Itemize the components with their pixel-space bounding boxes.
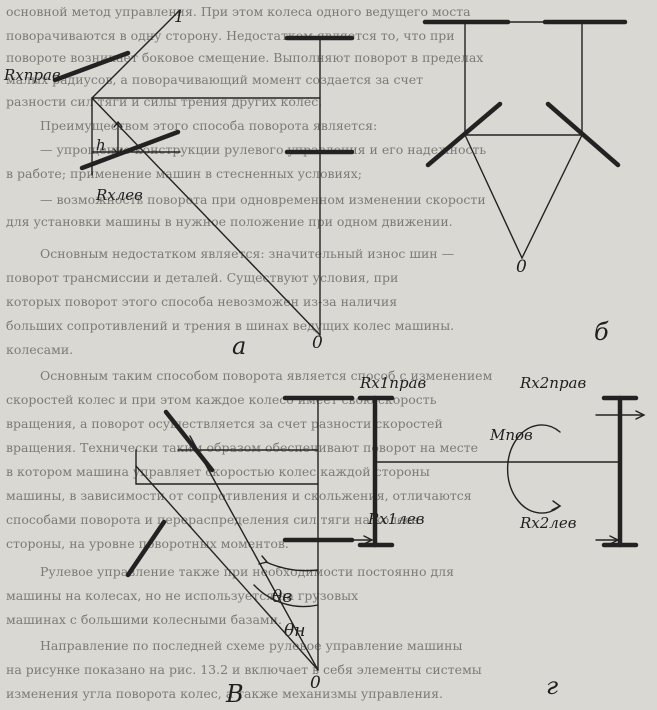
label-o-v: 0 [310,673,321,693]
bg-line: основной метод управления. При этом коле… [6,4,471,19]
b-rear-right-wheel [545,101,621,168]
figure-letter-a: а [232,332,246,360]
front-left-wheel [52,50,131,83]
label-theta-n: θн [284,621,305,641]
bg-line: поворачиваются в одну сторону. Недостатк… [6,28,455,43]
bg-line: больших сопротивлений и трения в шинах в… [6,318,454,333]
theta-v-arc [265,561,319,572]
bg-line: для установки машины в нужное положение … [6,214,453,229]
bg-line: малых радиусов, а поворачивающий момент … [6,72,423,87]
v-front-left-wheel [163,409,215,473]
bg-line: Преимуществом этого способа поворота явл… [40,118,377,133]
figure-b: 0 б [422,19,628,346]
moment-arrowhead [551,500,562,511]
label-h: h [96,136,106,154]
bg-line: машинах с большими колесными базами. [6,612,282,627]
g-arrowhead [609,535,620,545]
bg-line: Основным таким способом поворота являетс… [40,368,493,383]
bg-line: вращения. Технически таким образом обесп… [6,440,478,455]
bg-line: Рулевое управление также при необходимос… [40,564,454,579]
bg-line: — возможность поворота при одновременном… [40,192,486,207]
bg-line: которых поворот этого способа невозможен… [6,294,397,309]
bg-line: машины на колесах, но не используется на… [6,588,358,603]
bg-line: на рисунке показано на рис. 13.2 и включ… [6,662,482,677]
b-rear-left-wheel [425,101,503,168]
figure-letter-b: б [594,318,609,346]
theta-arrow [258,555,269,565]
rear-left-wheel [79,129,181,171]
figure-a: 1 Rхправ h Rхлев 0 а [3,7,355,360]
label-o-a: 0 [312,333,323,353]
label-1: 1 [174,7,184,26]
radius-line [91,97,321,336]
label-theta-v: θв [272,587,292,607]
bg-line: — упрощение конструкции рулевого управле… [40,142,486,157]
bg-line: в котором машина управляет скоростью кол… [6,464,430,479]
bg-line: колесами. [6,342,73,357]
bg-line: Направление по последней схеме рулевое у… [40,638,462,653]
v-inner-radius [135,465,319,671]
bg-line: в работе; применение машин в стесненных … [6,166,362,181]
bg-line: способами поворота и перераспределения с… [6,512,420,527]
figure-g: Rх1прав Rх2прав Мпов Rх1лев Rх2лев г [349,374,646,700]
bg-line: поворот трансмиссии и деталей. Существую… [6,270,398,285]
g-arrowhead [635,410,646,420]
figure-letter-g: г [546,672,558,700]
label-rx1-prav: Rх1прав [359,374,427,392]
label-m-pov: Мпов [489,426,533,444]
label-rx-lev: Rхлев [95,186,143,204]
figure-letter-v: В [225,680,244,708]
bg-line: машины, в зависимости от сопротивления и… [6,488,472,503]
bg-line: повороте возникает боковое смещение. Вып… [6,50,483,65]
label-rx2-prav: Rх2прав [519,374,587,392]
v-rear-left-wheel [125,519,167,578]
h-dimension-arrows [113,120,123,156]
moment-arc [506,424,561,514]
bg-line: изменения угла поворота колес, а также м… [6,686,443,701]
background-text-block: основной метод управления. При этом коле… [6,4,493,701]
label-rx-prav: Rхправ [3,66,61,84]
label-rx2-lev: Rх2лев [519,514,577,532]
g-arrowhead [363,535,374,545]
bg-line: разности сил тяги и силы трения других к… [6,94,322,109]
figure-v: θв θн 0 В [125,395,355,708]
bg-line: вращения, а поворот осуществляется за сч… [6,416,443,431]
b-radius-right [521,134,583,259]
theta-n-arc [253,584,319,608]
b-radius-left [464,134,523,259]
bg-line: Основным недостатком является: значитель… [40,246,454,261]
v-outer-radius [189,435,319,671]
pointer-line-1 [91,9,181,99]
label-rx1-lev: Rх1лев [367,510,425,528]
label-o-b: 0 [516,257,527,277]
